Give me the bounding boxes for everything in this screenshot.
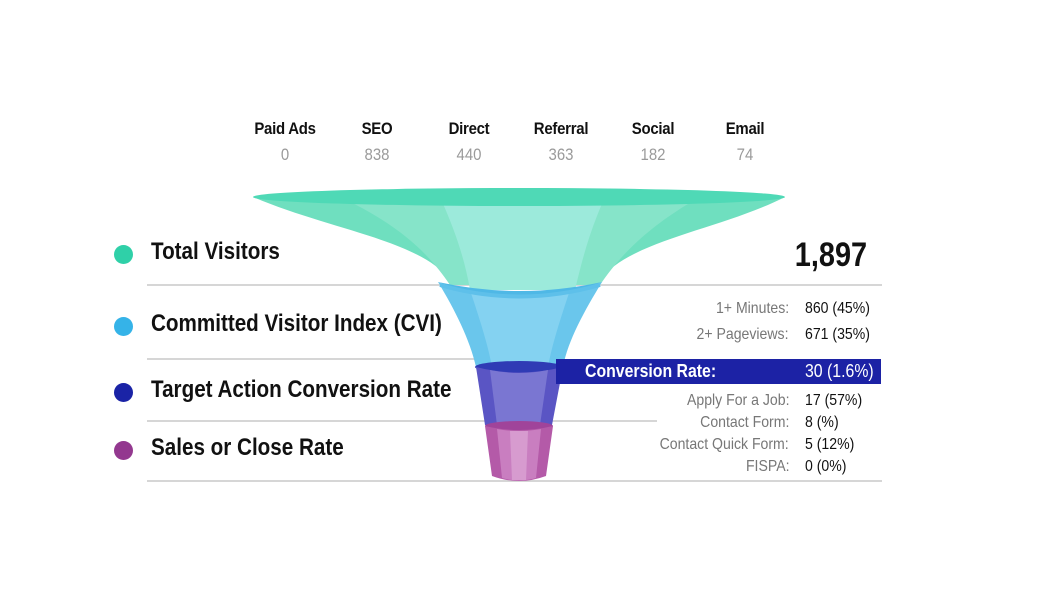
breakdown-row: FISPA: 0 (0%) — [0, 458, 1051, 478]
source-name: Referral — [533, 119, 589, 138]
funnel-stage-cvi — [438, 282, 602, 373]
divider — [147, 420, 657, 422]
divider — [147, 358, 557, 360]
source-value: 363 — [548, 145, 574, 164]
source-name: Paid Ads — [254, 119, 316, 138]
breakdown-value: 8 (%) — [805, 414, 839, 431]
stage-label-sales: Sales or Close Rate — [151, 434, 344, 461]
source-paid-ads: Paid Ads 0 — [240, 119, 330, 165]
breakdown-label: FISPA: — [745, 458, 789, 475]
metric-row: 1+ Minutes: 860 (45%) — [0, 300, 1051, 320]
breakdown-row: Contact Quick Form: 5 (12%) — [0, 436, 1051, 456]
stage-dot-sales — [114, 441, 133, 460]
source-value: 838 — [364, 145, 390, 164]
funnel-stage-conversion — [476, 367, 563, 431]
stage-dot-conversion — [114, 383, 133, 402]
divider — [147, 480, 882, 482]
breakdown-label: Contact Quick Form: — [659, 436, 789, 453]
source-social: Social 182 — [608, 119, 698, 165]
source-direct: Direct 440 — [424, 119, 514, 165]
metric-value: 671 (35%) — [805, 326, 870, 343]
metric-label: 2+ Pageviews: — [697, 326, 789, 343]
conversion-rate-label: Conversion Rate: — [585, 361, 717, 381]
source-name: Social — [631, 119, 675, 138]
source-value: 182 — [640, 145, 666, 164]
source-value: 440 — [456, 145, 482, 164]
source-referral: Referral 363 — [516, 119, 606, 165]
source-value: 0 — [280, 145, 290, 164]
breakdown-label: Contact Form: — [699, 414, 789, 431]
funnel-stage-total-visitors — [253, 188, 785, 290]
source-value: 74 — [736, 145, 754, 164]
stage-label-cvi: Committed Visitor Index (CVI) — [151, 310, 442, 337]
conversion-rate-value: 30 (1.6%) — [805, 361, 874, 381]
breakdown-row: Apply For a Job: 17 (57%) — [0, 392, 1051, 412]
metric-value: 860 (45%) — [805, 300, 870, 317]
conversion-rate-bar: Conversion Rate: 30 (1.6%) — [556, 359, 881, 384]
source-email: Email 74 — [700, 119, 790, 165]
breakdown-value: 5 (12%) — [805, 436, 855, 453]
breakdown-label: Apply For a Job: — [686, 392, 789, 409]
breakdown-row: Contact Form: 8 (%) — [0, 414, 1051, 434]
source-name: Direct — [448, 119, 490, 138]
funnel-stage-sales — [485, 426, 553, 481]
source-name: Email — [725, 119, 765, 138]
metric-row: 2+ Pageviews: 671 (35%) — [0, 326, 1051, 346]
stage-dot-total-visitors — [114, 245, 133, 264]
source-seo: SEO 838 — [332, 119, 422, 165]
breakdown-value: 17 (57%) — [805, 392, 863, 409]
stage-label-conversion: Target Action Conversion Rate — [151, 376, 452, 403]
breakdown-value: 0 (0%) — [805, 458, 847, 475]
stage-label-total-visitors: Total Visitors — [151, 238, 280, 265]
stage-dot-cvi — [114, 317, 133, 336]
source-name: SEO — [361, 119, 393, 138]
metric-label: 1+ Minutes: — [715, 300, 789, 317]
total-visitors-value: 1,897 — [794, 236, 867, 274]
